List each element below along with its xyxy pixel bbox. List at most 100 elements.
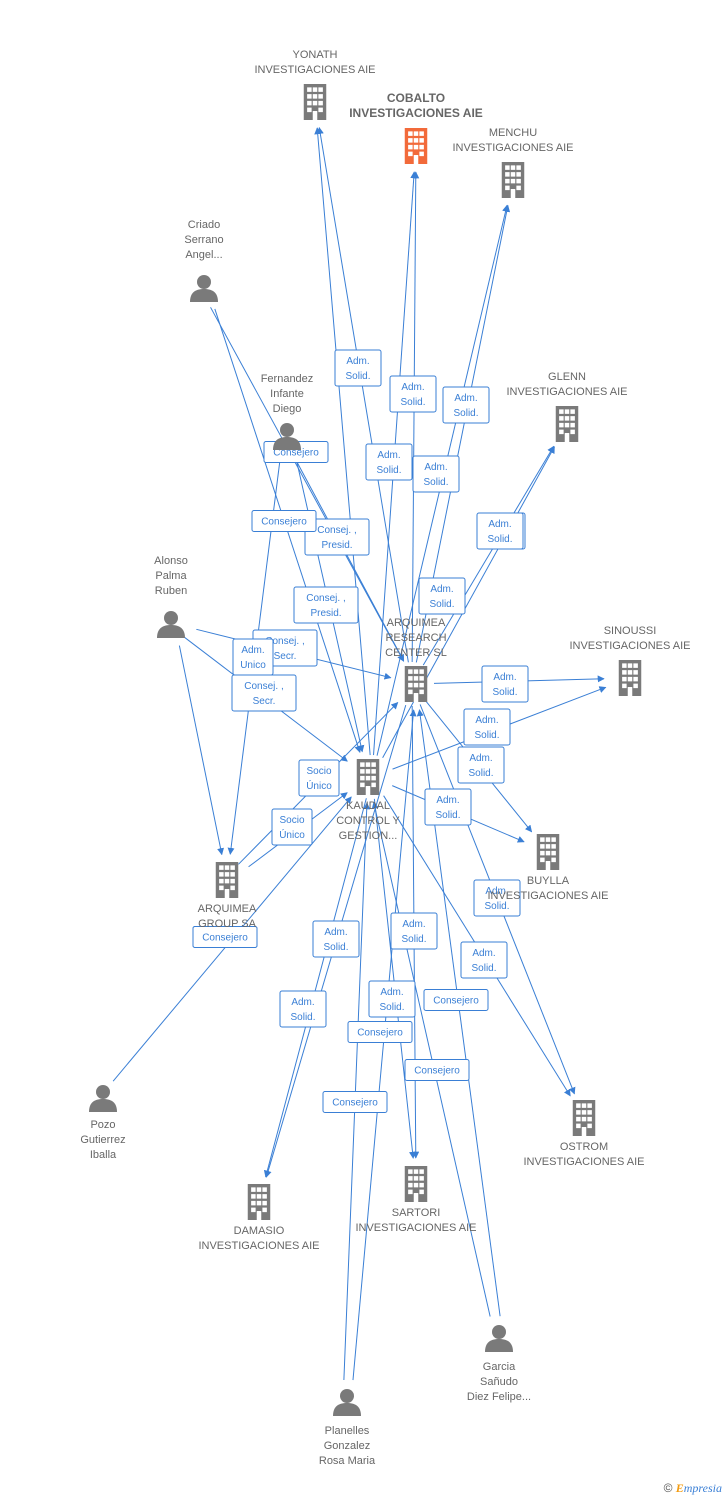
edge-label-box <box>404 1059 470 1081</box>
edge-label-box <box>481 665 529 703</box>
edges-layer <box>112 126 607 1381</box>
edge-label-fernandez-to-arquimea_rc[interactable]: Consej. ,Presid. <box>293 586 359 624</box>
edge-label-box <box>476 512 524 550</box>
footer-credit: © Empresia <box>664 1481 722 1496</box>
node-label: YONATH <box>292 49 337 61</box>
edge-label-text: Solid. <box>468 768 493 779</box>
building-icon[interactable] <box>356 759 380 795</box>
person-icon[interactable] <box>89 1085 117 1112</box>
node-label: Angel... <box>185 249 222 261</box>
edge-label-planelles-to-kaudal[interactable]: Consejero <box>347 1021 413 1043</box>
edge-label-kaudal-to-damasio[interactable]: Adm.Solid. <box>312 920 360 958</box>
node-label: Infante <box>270 388 304 400</box>
node-label: BUYLLA <box>527 875 570 887</box>
edge-label-box <box>271 808 313 846</box>
node-glenn[interactable]: GLENN INVESTIGACIONES AIE <box>506 371 628 442</box>
node-label: INVESTIGACIONES AIE <box>506 386 627 398</box>
edge-label-box <box>418 577 466 615</box>
edge-label-arquimea_rc-to-ostrom[interactable]: Adm.Solid. <box>460 941 508 979</box>
building-icon[interactable] <box>536 834 560 870</box>
node-label: ARQUIMEA <box>198 903 257 915</box>
building-icon[interactable] <box>555 406 579 442</box>
edge-label-kaudal-to-yonath[interactable]: Adm.Solid. <box>365 443 413 481</box>
building-icon[interactable] <box>404 128 428 164</box>
edge-label-arquimea_rc-to-yonath[interactable]: Adm.Solid. <box>334 349 382 387</box>
brand-logo[interactable]: Empresia <box>676 1481 722 1495</box>
building-icon[interactable] <box>404 1166 428 1202</box>
edge-label-text: Solid. <box>474 730 499 741</box>
person-icon[interactable] <box>273 423 301 450</box>
edge-label-text: Solid. <box>345 371 370 382</box>
edge-label-arquimea_rc-to-sinoussi[interactable]: Adm.Solid. <box>481 665 529 703</box>
edge-label-text: Adm. <box>454 393 477 404</box>
person-icon[interactable] <box>333 1389 361 1416</box>
edge-kaudal-to-damasio <box>263 798 367 1178</box>
node-label: INVESTIGACIONES AIE <box>487 890 608 902</box>
building-icon[interactable] <box>618 660 642 696</box>
building-icon[interactable] <box>501 162 525 198</box>
node-yonath[interactable]: YONATH INVESTIGACIONES AIE <box>254 49 376 120</box>
building-icon[interactable] <box>303 84 327 120</box>
person-icon[interactable] <box>190 275 218 302</box>
node-label: INVESTIGACIONES AIE <box>569 640 690 652</box>
node-label: INVESTIGACIONES AIE <box>349 106 483 120</box>
edge-alonso-to-arquimea_g <box>178 645 225 856</box>
edge-label-box <box>232 638 274 676</box>
edge-label-kaudal-to-sinoussi[interactable]: Adm.Solid. <box>463 708 511 746</box>
node-label: INVESTIGACIONES AIE <box>254 64 375 76</box>
edge-label-arquimea_rc-to-sartori[interactable]: Adm.Solid. <box>390 912 438 950</box>
edge-label-kaudal-to-sartori[interactable]: Adm.Solid. <box>368 980 416 1018</box>
edge-label-criado-to-kaudal[interactable]: Consej. ,Presid. <box>304 518 370 556</box>
node-buylla[interactable]: BUYLLA INVESTIGACIONES AIE <box>487 834 609 902</box>
building-icon[interactable] <box>215 862 239 898</box>
edge-label-garcia-to-kaudal[interactable]: Consejero <box>404 1059 470 1081</box>
node-label: GLENN <box>548 371 586 383</box>
edge-label-arquimea_rc-to-cobalto[interactable]: Adm.Solid. <box>389 375 437 413</box>
node-label: Alonso <box>154 555 188 567</box>
edge-label-arquimea_rc-to-damasio[interactable]: Adm.Solid. <box>279 990 327 1028</box>
edge-label-kaudal-to-buylla[interactable]: Adm.Solid. <box>424 788 472 826</box>
building-icon[interactable] <box>247 1184 271 1220</box>
person-icon[interactable] <box>485 1325 513 1352</box>
node-label: INVESTIGACIONES AIE <box>355 1222 476 1234</box>
person-icon[interactable] <box>157 611 185 638</box>
edge-label-kaudal-to-cobalto[interactable]: Adm.Solid. <box>412 455 460 493</box>
edge-label-text: Consejero <box>332 1098 378 1109</box>
edge-label-arquimea_rc-to-buylla[interactable]: Adm.Solid. <box>457 746 505 784</box>
edge-label-garcia-to-arquimea_rc[interactable]: Consejero <box>423 989 489 1011</box>
node-criado[interactable]: CriadoSerranoAngel... <box>184 219 224 302</box>
edge-label-kaudal-to-ostrom[interactable]: Adm.Solid. <box>473 879 521 917</box>
edge-label-kaudal-to-menchu[interactable]: Adm.Solid. <box>418 577 466 615</box>
edge-label-alonso-to-arquimea_g[interactable]: Adm.Unico <box>232 638 274 676</box>
edge-label-text: Único <box>279 828 305 841</box>
edge-label-planelles-to-arquimea_rc[interactable]: Consejero <box>322 1091 388 1113</box>
node-label: GESTION... <box>339 830 398 842</box>
edge-label-text: Consej. , <box>265 636 304 647</box>
edge-label-arquimea_rc-to-menchu[interactable]: Adm.Solid. <box>442 386 490 424</box>
building-icon[interactable] <box>404 666 428 702</box>
edge-label-kaudal-to-glenn[interactable]: Adm.Solid. <box>476 512 524 550</box>
node-label: ARQUIMEA <box>387 617 446 629</box>
edge-label-alonso-to-kaudal[interactable]: Consej. ,Secr. <box>231 674 297 712</box>
node-label: Diego <box>273 403 302 415</box>
edge-label-pozo-to-kaudal[interactable]: Consejero <box>192 926 258 948</box>
edge-label-box <box>334 349 382 387</box>
building-icon[interactable] <box>572 1100 596 1136</box>
edge-label-fernandez-to-kaudal[interactable]: Consejero <box>251 510 317 532</box>
